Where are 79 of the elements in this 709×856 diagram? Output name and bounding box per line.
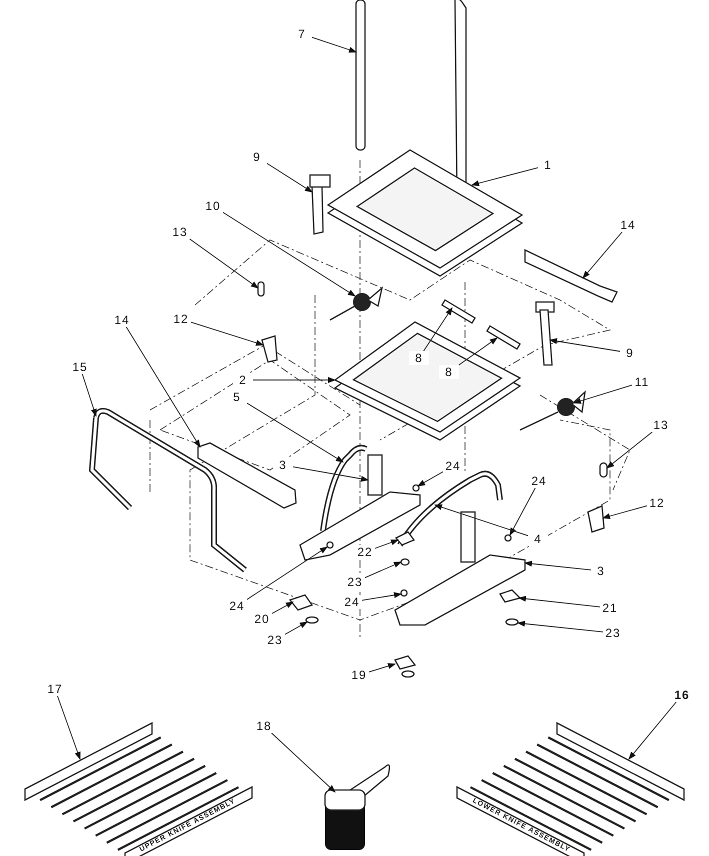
top-frame [326, 149, 524, 277]
leader-line [190, 322, 264, 346]
leader-line [189, 238, 259, 289]
leader-line [602, 505, 648, 520]
leader-line [573, 384, 632, 404]
mounting-bracket [309, 174, 331, 235]
food-pusher-drawing [324, 764, 390, 850]
callout-number: 22 [355, 545, 375, 559]
leader-line [364, 562, 402, 578]
leader-line [266, 162, 313, 193]
leader-line [252, 377, 336, 383]
callout-number: 10 [203, 199, 223, 213]
callout-number: 24 [227, 599, 247, 613]
leader-line [582, 232, 622, 279]
leader-line [271, 732, 336, 793]
leader-line [417, 471, 444, 486]
callout-number: 12 [171, 312, 191, 326]
guide-bar [197, 442, 297, 509]
leader-line [606, 432, 653, 469]
leader-line [312, 36, 357, 53]
leader-line [126, 326, 201, 448]
leader-line [524, 560, 592, 570]
foot-plate [394, 655, 416, 678]
knife-grid-drawing [24, 722, 253, 856]
leader-line [510, 488, 536, 536]
leader-line [549, 338, 620, 352]
hitch-pin [599, 462, 608, 478]
callout-number: 23 [345, 575, 365, 589]
leader-line [222, 212, 356, 297]
latch-bracket [587, 505, 605, 533]
leader-line [518, 596, 600, 608]
leader-line [246, 546, 328, 600]
foot-plate [288, 594, 314, 611]
leveling-foot [400, 558, 410, 566]
torsion-spring [520, 390, 586, 431]
pivot-pin [486, 325, 521, 350]
guide-bar [524, 248, 618, 303]
leader-line [284, 622, 308, 635]
callout-number: 23 [265, 633, 285, 647]
foot-plate [499, 589, 522, 603]
mounting-bracket [535, 301, 555, 366]
leader-line [57, 696, 80, 760]
leader-line [272, 602, 294, 614]
latch-bracket [261, 335, 278, 363]
callout-number: 13 [170, 225, 190, 239]
hitch-pin [257, 281, 265, 297]
callout-number: 18 [254, 719, 274, 733]
foot-plate [394, 531, 416, 546]
callout-number: 19 [349, 668, 369, 682]
leader-line [362, 592, 402, 601]
leader-line [517, 620, 604, 632]
leg-frame [320, 444, 368, 532]
leader-line [628, 702, 677, 760]
leveling-foot [505, 618, 519, 626]
handle-rod [355, 0, 366, 151]
callout-number: 20 [252, 612, 272, 626]
torsion-spring [330, 286, 384, 321]
knife-grid-drawing [456, 722, 685, 856]
t-base [394, 511, 526, 626]
lock-nut [504, 534, 512, 542]
leader-line [434, 504, 528, 536]
leader-line [458, 337, 498, 366]
leader-line [423, 307, 453, 352]
side-rail [88, 408, 247, 572]
leader-line [471, 167, 538, 186]
leader-line [368, 663, 396, 672]
leader-line [246, 402, 344, 463]
callout-number: 4 [528, 532, 548, 546]
leader-line [292, 466, 369, 482]
lower-frame [334, 321, 522, 441]
callout-number: 24 [342, 595, 362, 609]
leveling-foot [305, 616, 319, 624]
callout-number: 3 [273, 458, 293, 472]
pivot-pin [441, 299, 476, 324]
lock-nut [400, 589, 408, 597]
leg-frame [397, 470, 503, 547]
t-base [299, 454, 421, 561]
leader-line [82, 374, 97, 417]
leader-line [374, 540, 399, 549]
